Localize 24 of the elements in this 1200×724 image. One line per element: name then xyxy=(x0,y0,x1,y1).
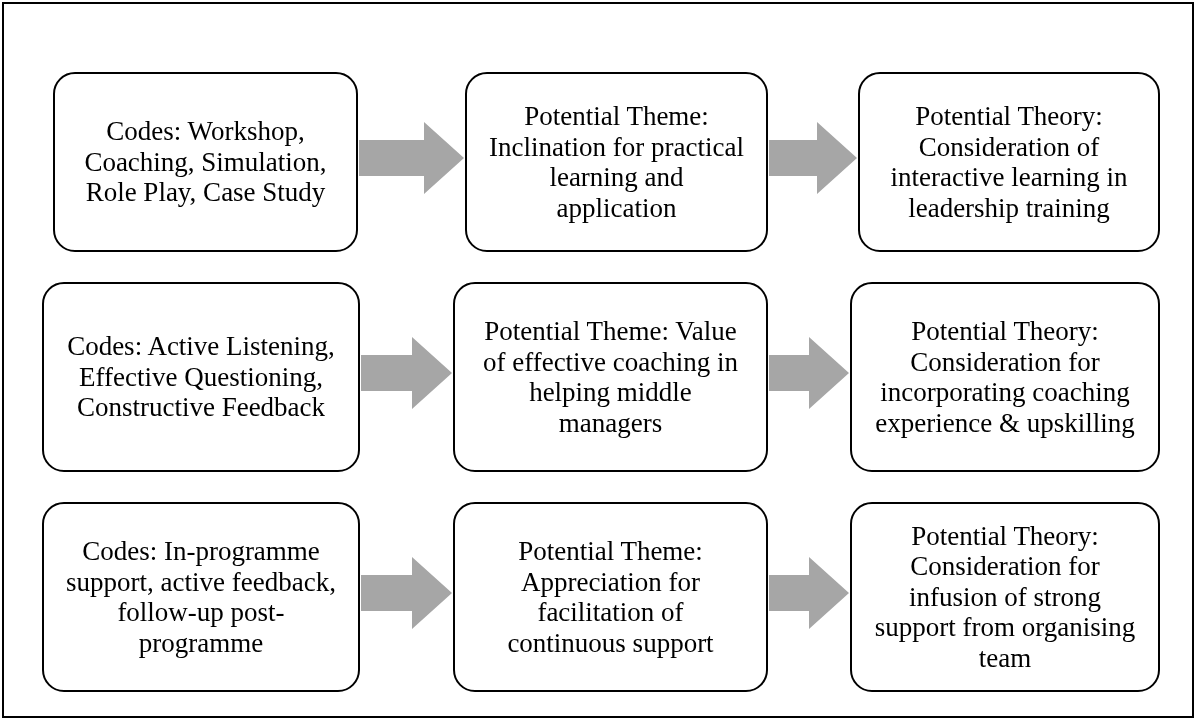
box-text: Codes: Active Listening, Effective Questioning, Constructive Feedback xyxy=(66,331,336,423)
block-arrow xyxy=(769,337,849,409)
block-arrow xyxy=(359,122,464,194)
box-text: Potential Theme: Value of effective coaching in helping middle managers xyxy=(481,316,740,438)
box-text: Potential Theme: Appreciation for facilitation of continuous support xyxy=(506,536,715,658)
box-text: Potential Theory: Consideration for infusion of strong support from organising team xyxy=(874,520,1136,674)
text-box xyxy=(850,282,1160,472)
box-text: Codes: In-programme support, active feedback, follow-up post-programme xyxy=(66,536,336,658)
text-box xyxy=(858,72,1160,252)
text-box xyxy=(453,282,768,472)
box-text: Potential Theme: Inclination for practical learning and application xyxy=(489,101,744,223)
block-arrow xyxy=(769,122,857,194)
text-box xyxy=(42,282,360,472)
text-box xyxy=(465,72,768,252)
block-arrow xyxy=(769,557,849,629)
box-text: Potential Theory: Consideration for incorporating coaching experience & upskilling xyxy=(874,316,1136,438)
text-box xyxy=(53,72,358,252)
block-arrow xyxy=(361,557,452,629)
block-arrow xyxy=(361,337,452,409)
box-text: Potential Theory: Consideration of interactive learning in leadership training xyxy=(889,101,1129,223)
text-box xyxy=(850,502,1160,692)
text-box xyxy=(453,502,768,692)
box-text: Codes: Workshop, Coaching, Simulation, Role Play, Case Study xyxy=(83,116,328,208)
text-box xyxy=(42,502,360,692)
